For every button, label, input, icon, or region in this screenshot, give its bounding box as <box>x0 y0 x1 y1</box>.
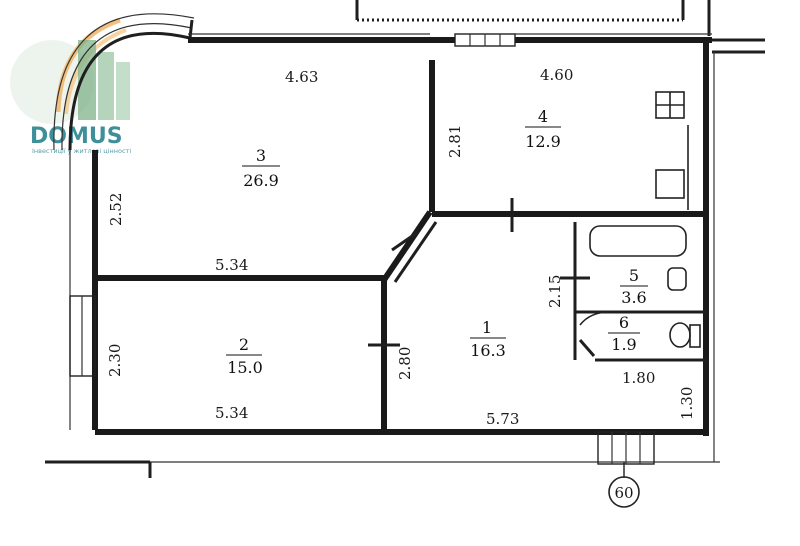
toilet-icon <box>669 322 691 348</box>
dim-bath-height: 2.15 <box>546 275 564 308</box>
logo-building-3 <box>116 62 130 120</box>
dim-room4-height: 2.81 <box>446 125 464 158</box>
svg-text:26.9: 26.9 <box>243 171 279 190</box>
balcony <box>53 13 195 151</box>
bathtub-icon <box>589 225 687 257</box>
unit-marker: 60 <box>608 462 640 508</box>
neighbour-walls <box>355 0 711 36</box>
room-6-label: 6 1.9 <box>608 313 640 354</box>
unit-marker-circle <box>608 476 640 508</box>
svg-text:3.6: 3.6 <box>621 288 646 307</box>
svg-text:15.0: 15.0 <box>227 358 263 377</box>
logo-building-2 <box>98 52 114 120</box>
svg-text:12.9: 12.9 <box>525 132 561 151</box>
svg-text:5: 5 <box>629 266 639 285</box>
dim-wc-width: 1.80 <box>622 369 655 387</box>
sink-icon <box>655 169 685 199</box>
dim-top-left: 4.63 <box>285 68 318 86</box>
dimensions: 4.63 4.60 2.81 2.52 5.34 2.15 2.30 2.80 … <box>106 66 696 428</box>
svg-text:1: 1 <box>482 318 492 337</box>
svg-text:16.3: 16.3 <box>470 341 506 360</box>
room-labels: 1 16.3 2 15.0 3 26.9 4 12.9 5 3.6 6 1.9 <box>226 107 648 377</box>
svg-text:6: 6 <box>619 313 629 332</box>
room-5-label: 5 3.6 <box>620 266 648 307</box>
fixtures <box>579 91 701 348</box>
dim-room2-height: 2.30 <box>106 344 124 377</box>
room-2-label: 2 15.0 <box>226 335 263 377</box>
svg-text:3: 3 <box>256 146 266 165</box>
room-4-label: 4 12.9 <box>525 107 561 151</box>
dim-top-right: 4.60 <box>540 66 573 84</box>
outer-walls <box>45 33 765 478</box>
dim-room3-height: 2.52 <box>107 193 125 226</box>
svg-text:1.9: 1.9 <box>611 335 636 354</box>
logo-tagline: Інвестиції у житлові цінності <box>32 147 131 155</box>
dim-center-wall: 2.80 <box>396 347 414 380</box>
dim-right-lower: 1.30 <box>678 387 696 420</box>
dim-bottom-left: 5.34 <box>215 404 248 422</box>
washbasin-icon <box>667 267 687 291</box>
logo-brand: DOMUS <box>30 124 123 149</box>
interior-walls <box>95 60 706 434</box>
room-1-label: 1 16.3 <box>470 318 506 360</box>
dim-mid-left: 5.34 <box>215 256 248 274</box>
room-3-label: 3 26.9 <box>242 146 280 190</box>
svg-text:4: 4 <box>538 107 548 126</box>
dim-bottom-right: 5.73 <box>486 410 519 428</box>
unit-marker-label: 60 <box>614 484 633 502</box>
svg-text:2: 2 <box>239 335 249 354</box>
